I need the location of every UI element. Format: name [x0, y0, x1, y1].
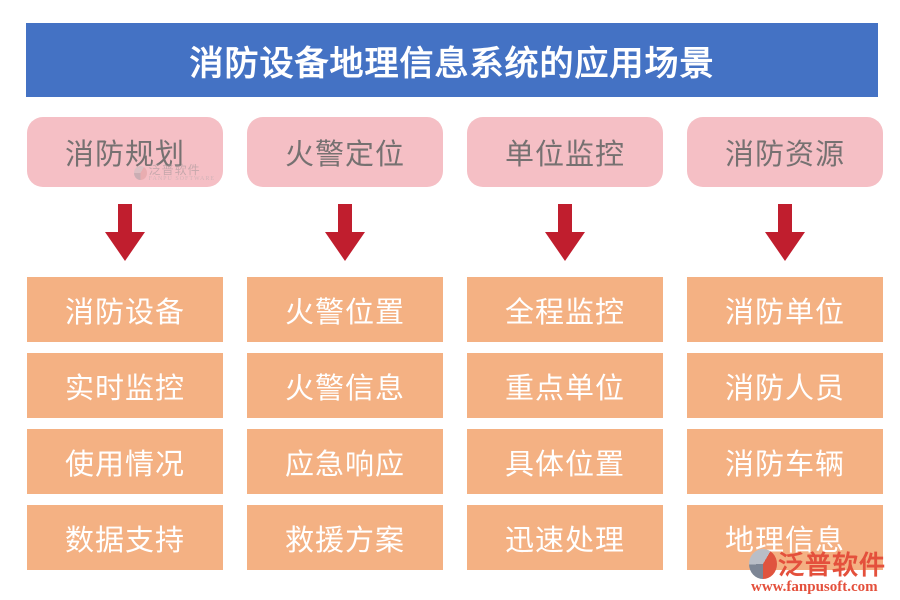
item-box: 地理信息 — [687, 505, 883, 570]
item-box: 应急响应 — [247, 429, 443, 494]
brand-watermark: 泛普软件 www.fanpusoft.com — [748, 545, 886, 596]
column-fire-planning: 消防规划 泛普软件 FANPU SOFTWARE 消防设备 实时监控 使用情况 … — [27, 117, 223, 570]
item-box: 重点单位 — [467, 353, 663, 418]
column-unit-monitoring: 单位监控 全程监控 重点单位 具体位置 迅速处理 — [467, 117, 663, 570]
category-box: 消防资源 — [687, 117, 883, 187]
item-box: 使用情况 — [27, 429, 223, 494]
category-box: 火警定位 — [247, 117, 443, 187]
category-label: 消防资源 — [724, 139, 845, 171]
item-box: 救援方案 — [247, 505, 443, 570]
down-arrow-icon — [545, 187, 585, 277]
category-label: 单位监控 — [504, 139, 625, 171]
item-box: 具体位置 — [467, 429, 663, 494]
down-arrow-icon — [765, 187, 805, 277]
item-box: 数据支持 — [27, 505, 223, 570]
category-label: 消防规划 — [64, 139, 185, 171]
title-banner: 消防设备地理信息系统的应用场景 — [26, 23, 878, 97]
item-box: 消防车辆 — [687, 429, 883, 494]
page-title: 消防设备地理信息系统的应用场景 — [189, 45, 715, 83]
item-stack: 全程监控 重点单位 具体位置 迅速处理 — [467, 277, 663, 570]
category-label: 火警定位 — [284, 139, 405, 171]
watermark-brand-en-text: FANPU SOFTWARE — [148, 176, 215, 182]
item-box: 全程监控 — [467, 277, 663, 342]
fanpu-logo-icon — [748, 548, 777, 579]
item-box: 消防人员 — [687, 353, 883, 418]
item-box: 火警信息 — [247, 353, 443, 418]
down-arrow-icon — [325, 187, 365, 277]
item-box: 迅速处理 — [467, 505, 663, 570]
item-box: 火警位置 — [247, 277, 443, 342]
down-arrow-icon — [105, 187, 145, 277]
item-box: 消防设备 — [27, 277, 223, 342]
category-box: 单位监控 — [467, 117, 663, 187]
item-box: 消防单位 — [687, 277, 883, 342]
item-stack: 消防设备 实时监控 使用情况 数据支持 — [27, 277, 223, 570]
column-fire-resources: 消防资源 消防单位 消防人员 消防车辆 地理信息 — [687, 117, 883, 570]
item-stack: 消防单位 消防人员 消防车辆 地理信息 — [687, 277, 883, 570]
category-box: 消防规划 泛普软件 FANPU SOFTWARE — [27, 117, 223, 187]
item-stack: 火警位置 火警信息 应急响应 救援方案 — [247, 277, 443, 570]
watermark-brand-text: 泛普软件 — [777, 551, 886, 580]
column-fire-alarm-location: 火警定位 火警位置 火警信息 应急响应 救援方案 — [247, 117, 443, 570]
columns-grid: 消防规划 泛普软件 FANPU SOFTWARE 消防设备 实时监控 使用情况 … — [27, 117, 883, 570]
item-box: 实时监控 — [27, 353, 223, 418]
watermark-url-text: www.fanpusoft.com — [750, 579, 878, 595]
